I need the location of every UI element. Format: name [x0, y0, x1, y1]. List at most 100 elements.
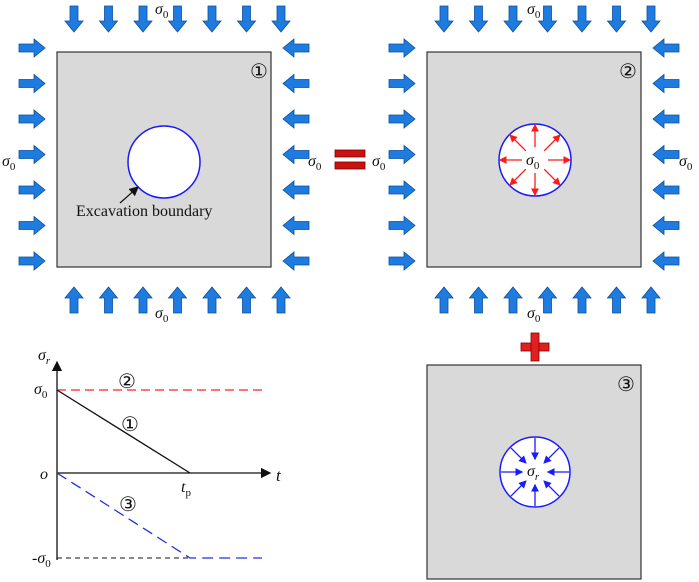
panel-1-right-arrow — [282, 38, 310, 58]
curve-1-line — [56, 389, 191, 474]
panel-3: σr ③ — [426, 364, 642, 580]
panel-2-bottom-arrow — [641, 286, 661, 314]
panel-1-load-arrows — [18, 5, 310, 314]
panel-2-top-arrow — [434, 5, 454, 33]
y-axis-label: σr — [38, 347, 51, 367]
excavation-hole — [127, 125, 201, 199]
x-axis-label: t — [276, 466, 282, 485]
equals-sign — [334, 149, 366, 170]
panel-1-bottom-arrow — [64, 286, 84, 314]
panel-1-bottom-arrow — [236, 286, 257, 314]
panel-1-top-arrow — [98, 5, 119, 33]
neg-sigma0-tick-label: -σ0 — [32, 550, 51, 570]
panel-1-left-arrow — [18, 38, 46, 58]
panel-1-right-arrow — [282, 144, 310, 165]
panel-2-bottom-load-label: σ0 — [527, 305, 541, 325]
panel-1-right-arrow — [282, 73, 310, 94]
panel-1-bottom-arrow — [271, 286, 291, 314]
panel-2-top-arrow — [503, 5, 523, 33]
panel-2-inner-arrow — [543, 134, 561, 152]
panel-2-left-arrow — [388, 73, 416, 94]
panel-2: σ0 ② σ0 σ0 σ0 σ0 — [372, 1, 693, 325]
panel-1-left-arrow — [18, 251, 46, 271]
panel-1-top-arrow — [236, 5, 257, 33]
panel-2-bottom-arrow — [537, 286, 558, 314]
panel-1-top-arrow — [271, 5, 291, 33]
panel-2-top-arrow — [606, 5, 627, 33]
panel-1-right-arrow — [282, 109, 310, 129]
sigma0-tick-label: σ0 — [34, 381, 48, 401]
excavation-boundary-label: Excavation boundary — [76, 203, 212, 220]
panel-1: ① Excavation boundary σ0 σ0 σ0 σ0 — [2, 1, 322, 325]
callout-pointer — [119, 186, 139, 204]
panel-2-right-arrow — [652, 144, 680, 165]
panel-2-top-arrow — [641, 5, 661, 33]
panel-2-top-load-label: σ0 — [527, 1, 541, 21]
panel-2-number: ② — [619, 61, 637, 83]
panel-1-bottom-arrow — [133, 286, 153, 314]
plus-sign — [520, 332, 550, 362]
panel-1-top-arrow — [167, 5, 188, 33]
panel-1-right-arrow — [282, 215, 310, 236]
panel-1-right-load-label: σ0 — [308, 153, 322, 173]
panel-2-bottom-arrow — [572, 286, 592, 314]
panel-3-number: ③ — [617, 374, 635, 396]
panel-1-left-arrow — [18, 180, 46, 200]
panel-1-top-arrow — [133, 5, 153, 33]
panel-2-left-arrow — [388, 251, 416, 271]
panel-2-inner-arrow — [509, 168, 527, 186]
panel-2-top-arrow — [537, 5, 558, 33]
panel-3-inner-arrow — [543, 447, 560, 464]
panel-2-right-arrow — [652, 251, 680, 271]
panel-1-bottom-arrow — [202, 286, 222, 314]
panel-2-left-arrow — [388, 180, 416, 200]
panel-2-right-load-label: σ0 — [679, 153, 693, 173]
panel-2-bottom-arrow — [503, 286, 523, 314]
panel-2-inner-arrow — [543, 168, 561, 186]
panel-3-inner-arrow — [543, 480, 560, 497]
panel-2-inner-label: σ0 — [526, 152, 540, 172]
panel-2-left-load-label: σ0 — [372, 153, 386, 173]
panel-1-bottom-load-label: σ0 — [155, 305, 169, 325]
stress-time-graph: σr t o σ0 -σ0 tp ② ① ③ — [32, 347, 282, 570]
curve-1-label: ① — [121, 414, 139, 436]
panel-1-right-arrow — [282, 180, 310, 200]
panel-2-load-arrows — [388, 5, 680, 314]
panel-1-left-arrow — [18, 73, 46, 94]
panel-2-left-arrow — [388, 38, 416, 58]
panel-3-inner-pressure-arrows — [501, 438, 569, 506]
panel-2-right-arrow — [652, 180, 680, 200]
panel-2-right-arrow — [652, 215, 680, 236]
panel-2-bottom-arrow — [434, 286, 454, 314]
panel-3-inner-arrow — [510, 480, 527, 497]
panel-2-inner-pressure-arrows — [498, 123, 572, 197]
panel-2-left-arrow — [388, 215, 416, 236]
panel-1-left-load-label: σ0 — [2, 153, 16, 173]
panel-2-top-arrow — [468, 5, 489, 33]
panel-2-left-arrow — [388, 144, 416, 165]
curve-3-label: ③ — [119, 494, 137, 516]
curve-3-line — [56, 472, 262, 559]
panel-3-inner-arrow — [510, 447, 527, 464]
panel-3-inner-label: σr — [527, 463, 540, 483]
panel-2-bottom-arrow — [606, 286, 627, 314]
panel-2-inner-arrow — [509, 134, 527, 152]
panel-2-right-arrow — [652, 109, 680, 129]
panel-1-left-arrow — [18, 215, 46, 236]
panel-1-right-arrow — [282, 251, 310, 271]
origin-label: o — [40, 466, 48, 483]
panel-2-right-arrow — [652, 73, 680, 94]
panel-1-bottom-arrow — [98, 286, 119, 314]
panel-1-top-arrow — [202, 5, 222, 33]
panel-1-bottom-arrow — [167, 286, 188, 314]
panel-1-top-arrow — [64, 5, 84, 33]
panel-1-number: ① — [250, 61, 268, 83]
panel-1-left-arrow — [18, 144, 46, 165]
panel-1-top-load-label: σ0 — [155, 1, 169, 21]
panel-1-left-arrow — [18, 109, 46, 129]
panel-2-bottom-arrow — [468, 286, 489, 314]
curve-2-label: ② — [118, 371, 136, 393]
panel-2-right-arrow — [652, 38, 680, 58]
panel-2-left-arrow — [388, 109, 416, 129]
